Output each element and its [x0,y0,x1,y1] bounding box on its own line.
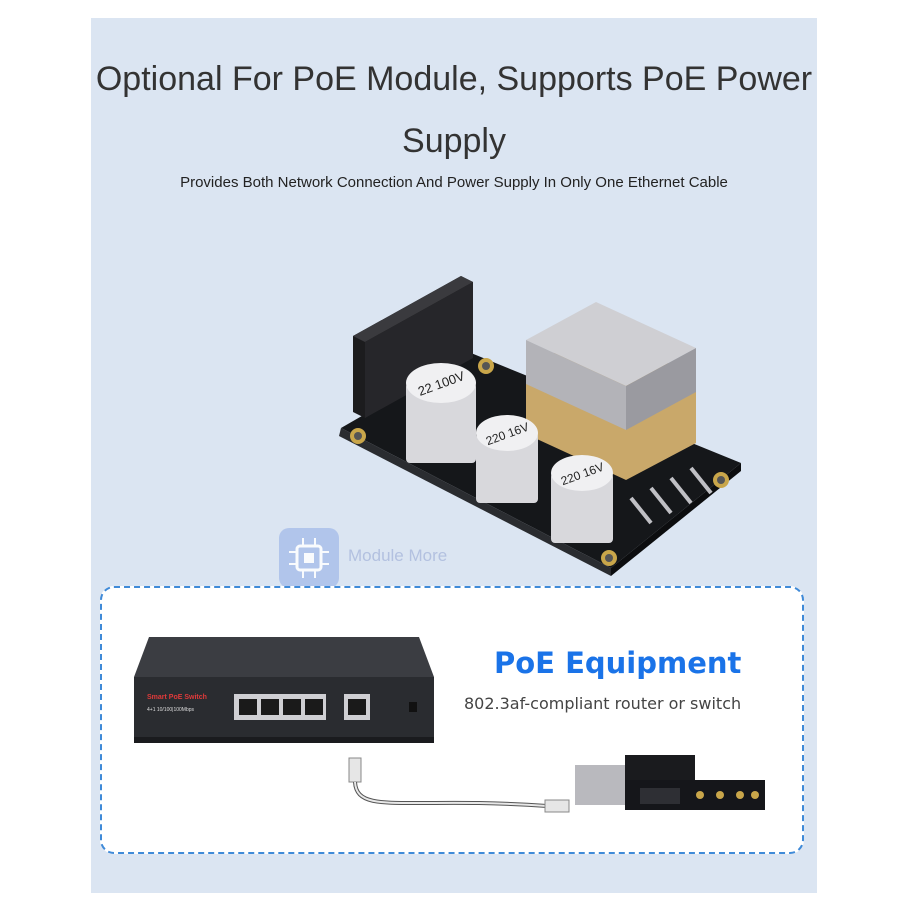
watermark: Module More [279,528,469,588]
dev-board-image [575,755,765,810]
watermark-text: Module More [348,546,448,565]
poe-equipment-heading: PoE Equipment [494,646,742,680]
capacitor-3 [551,455,613,491]
rj45-jack [575,765,625,805]
chip-icon [279,528,339,588]
poe-switch-image: Smart PoE Switch 4+1 10/100|100Mbps [134,637,434,743]
capacitor-1 [406,363,476,403]
switch-brand-label: Smart PoE Switch [147,694,207,701]
poe-module-image: 22 100V 220 16V 220 16V [339,276,741,576]
poe-equipment-description: 802.3af-compliant router or switch [464,694,742,713]
capacitor-2 [476,415,538,451]
content-panel: Optional For PoE Module, Supports PoE Po… [91,18,817,893]
switch-spec-label: 4+1 10/100|100Mbps [147,707,195,713]
poe-equipment-box: Smart PoE Switch 4+1 10/100|100Mbps [100,586,804,854]
page-title: Optional For PoE Module, Supports PoE Po… [95,60,813,160]
ethernet-cable [348,757,570,813]
page-subtitle: Provides Both Network Connection And Pow… [180,174,728,191]
